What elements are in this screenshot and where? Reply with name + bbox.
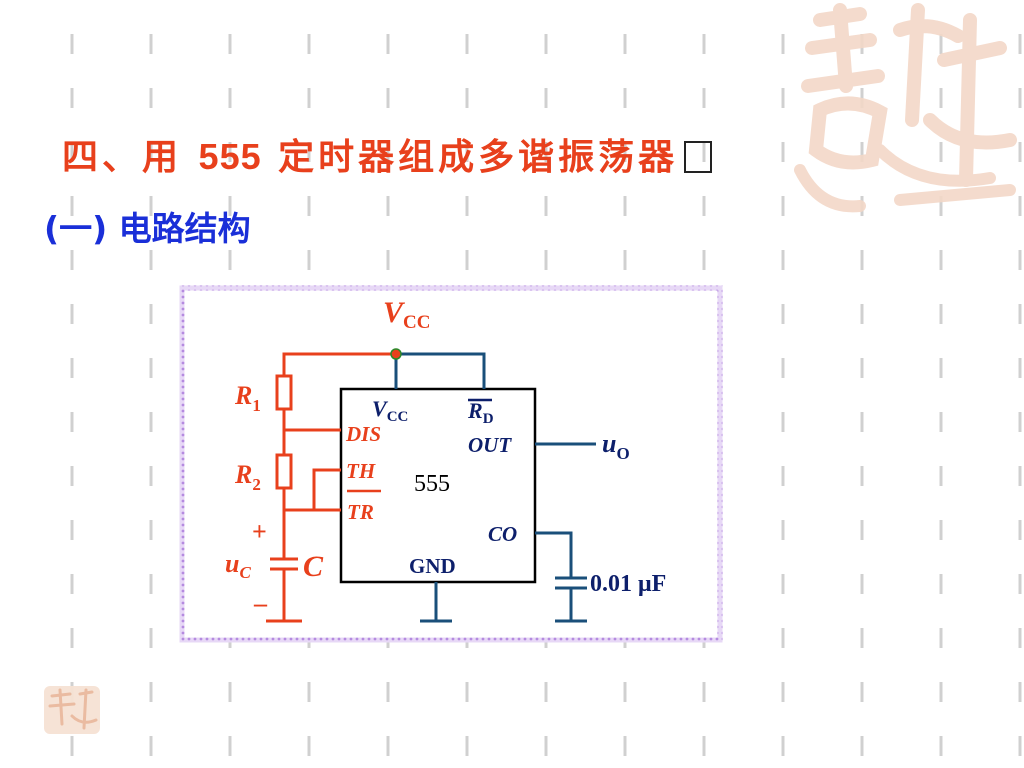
slide-title-number: 555: [198, 136, 262, 177]
cap-plus-sign: +: [252, 517, 267, 546]
capacitor-c-label: C: [303, 550, 324, 583]
pin-co-label: CO: [488, 522, 517, 546]
co-capacitor-value: 0.01 μF: [590, 571, 666, 597]
slide-title-prefix: 四、用: [62, 136, 199, 178]
slide-subtitle: (一) 电路结构: [44, 209, 251, 248]
cap-minus-sign: –: [253, 589, 268, 618]
chip-name-label: 555: [414, 471, 450, 497]
pin-tr-label: TR: [347, 500, 374, 524]
wire-th-tr-link: [312, 468, 341, 512]
slide-title-suffix: 定时器组成多谐振荡器: [261, 136, 679, 178]
output-uo-label: uO: [602, 429, 630, 463]
r1-label: R1: [234, 381, 261, 415]
pin-gnd-label: GND: [409, 554, 456, 578]
watermark-emblem-small: [44, 686, 100, 734]
blue-wiring: [394, 352, 596, 623]
vcc-supply-label: VCC: [383, 296, 430, 333]
pin-rd-label: RD: [467, 398, 494, 427]
pin-vcc-label: VCC: [372, 396, 408, 425]
vcc-junction-dot: [390, 348, 402, 360]
wire-vcc-to-rd: [396, 352, 486, 389]
orange-wiring: [266, 352, 396, 623]
slide-title: 四、用 555 定时器组成多谐振荡器: [62, 128, 713, 180]
timer-555-chip: [339, 387, 537, 584]
watermark-emblem-large: [794, 3, 1017, 213]
pin-th-label: TH: [346, 459, 376, 483]
wire-co: [535, 531, 573, 578]
missing-glyph-box: [684, 141, 713, 173]
uc-label: uC: [225, 549, 251, 582]
pin-out-label: OUT: [468, 433, 512, 457]
r2-label: R2: [234, 460, 261, 494]
wire-vcc-to-r1: [282, 352, 396, 376]
pin-dis-label: DIS: [345, 422, 381, 446]
